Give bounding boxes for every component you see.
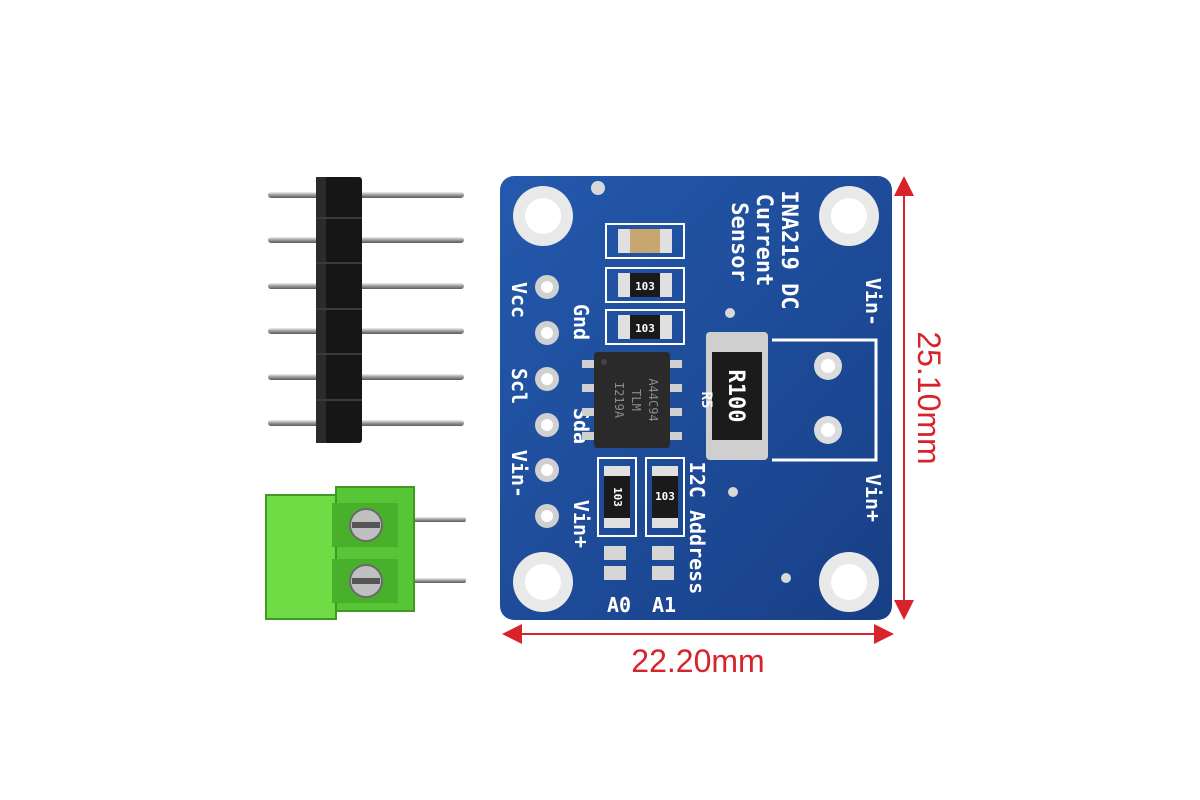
shunt-marking: R100 <box>723 370 748 423</box>
address-pad-a0-label: A0 <box>607 593 631 617</box>
chip-marking-1: I219A <box>612 382 626 419</box>
board-title-line-1: INA219 DC <box>776 190 801 309</box>
mounting-holes <box>513 186 879 612</box>
ina219-chip: I219A TLM A44C94 <box>582 352 682 448</box>
terminal-label-vin-plus: Vin+ <box>861 474 885 522</box>
width-label: 22.20mm <box>631 643 764 679</box>
width-dimension: 22.20mm <box>502 624 894 679</box>
pcb-board: Vcc Gnd Scl Sda Vin- Vin+ INA219 DC Curr… <box>500 176 892 620</box>
pin-label-scl: Scl <box>507 368 531 404</box>
i2c-address-label: I2C Address <box>685 462 709 594</box>
header-holes <box>535 275 559 528</box>
shunt-resistor: R100 R5 <box>698 332 768 460</box>
pin-label-vcc: Vcc <box>507 282 531 318</box>
height-label: 25.10mm <box>911 331 947 464</box>
terminal-label-vin-minus: Vin- <box>861 278 885 326</box>
header-plastic <box>316 177 362 443</box>
resistor-code: 103 <box>655 490 675 503</box>
height-dimension: 25.10mm <box>894 176 947 620</box>
shunt-ref: R5 <box>698 392 714 409</box>
address-pad-a1-label: A1 <box>652 593 676 617</box>
pin-label-vin-plus: Vin+ <box>569 500 593 548</box>
smd-resistors-top: 103 103 <box>605 223 685 345</box>
board-title-line-3: Sensor <box>726 202 751 281</box>
resistor-code: 103 <box>635 322 655 335</box>
pin-label-vin-minus: Vin- <box>507 450 531 498</box>
chip-marking-2: TLM <box>629 389 643 411</box>
terminal-footprint <box>772 338 878 462</box>
board-title-line-2: Current <box>751 194 776 287</box>
resistor-code: 103 <box>635 280 655 293</box>
header-pins <box>268 192 464 426</box>
chip-marking-3: A44C94 <box>646 378 660 421</box>
smd-resistors-bottom: 103 103 <box>597 457 685 537</box>
address-jumper-pads <box>604 546 674 580</box>
screw-terminal <box>265 486 466 620</box>
pin-header <box>268 177 464 443</box>
resistor-code: 103 <box>611 487 624 507</box>
pin-label-gnd: Gnd <box>569 304 593 340</box>
